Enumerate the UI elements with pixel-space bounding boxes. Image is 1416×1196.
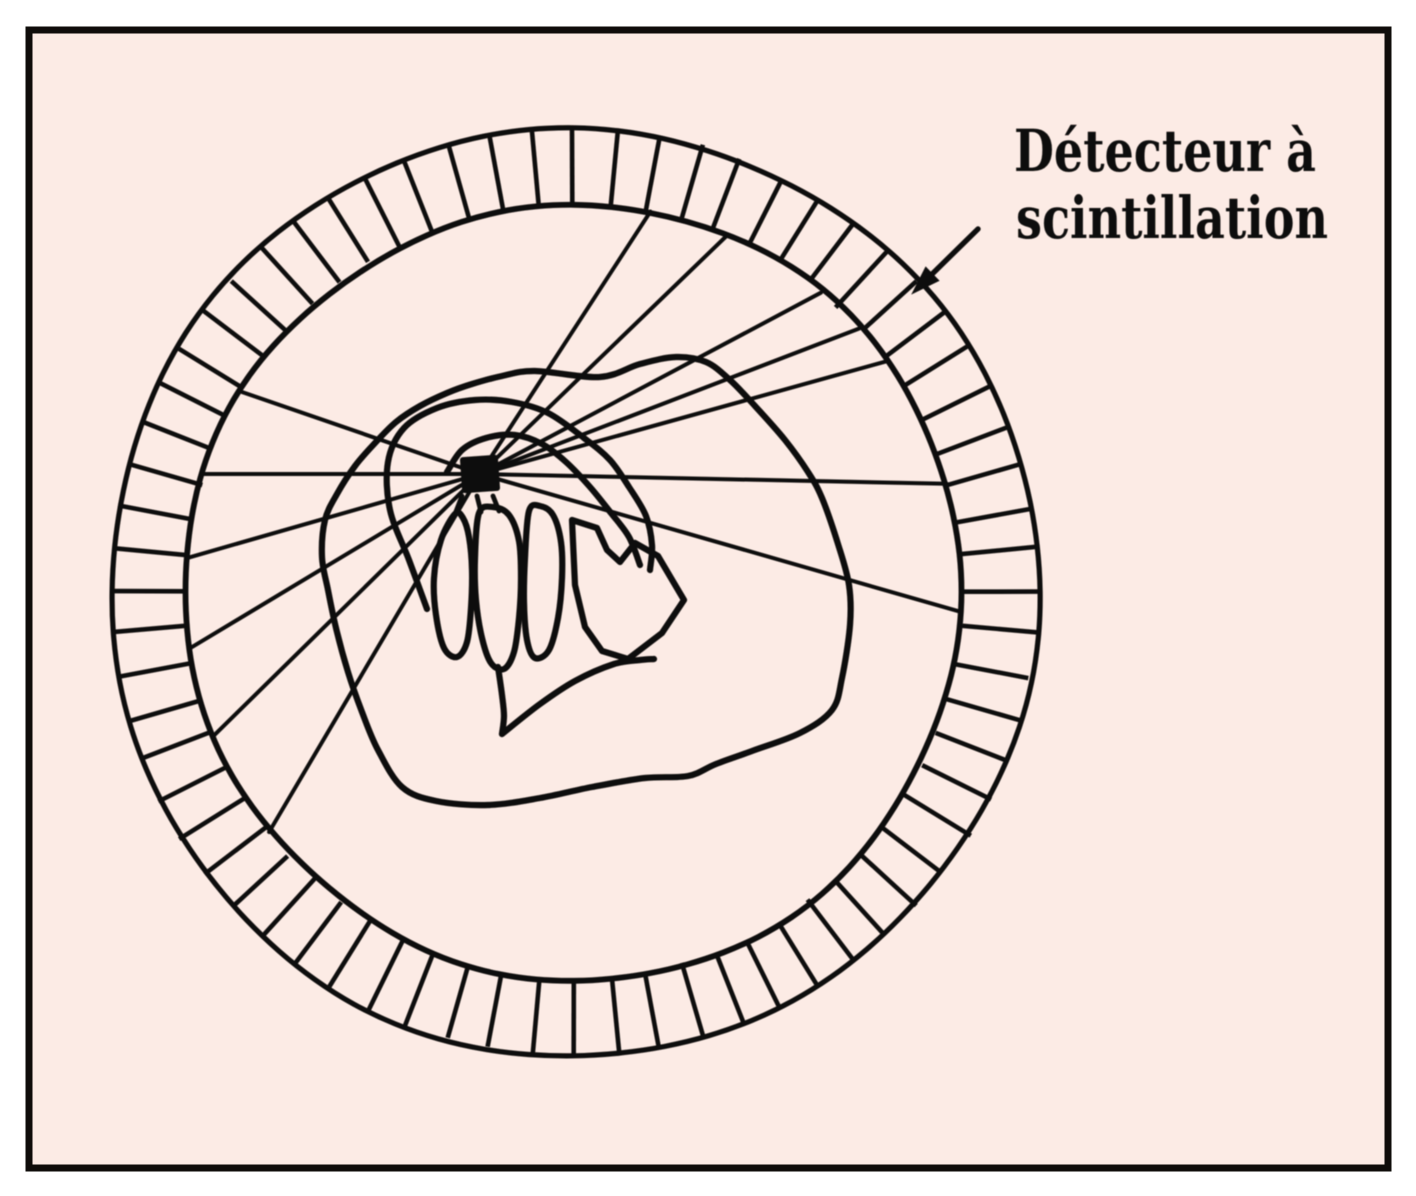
detector-segment-divider	[860, 279, 918, 333]
detector-segment-divider	[833, 878, 886, 937]
detector-segment-divider	[293, 900, 344, 964]
detector-segment-divider	[327, 919, 373, 988]
gamma-ray	[478, 359, 888, 476]
organ-skirt-left	[494, 663, 508, 738]
detector-segment-divider	[609, 977, 622, 1056]
detector-segment-divider	[946, 461, 1021, 488]
detector-segment-divider	[402, 951, 436, 1027]
organ-stub-line	[474, 493, 484, 515]
detector-segment-divider	[935, 425, 1008, 457]
detector-segment-divider	[366, 938, 406, 1011]
detector-segment-divider	[485, 971, 504, 1048]
detector-segment-divider	[903, 792, 973, 838]
detector-segment-divider	[961, 544, 1038, 557]
detector-segment-divider	[807, 222, 855, 283]
detector-segment-divider	[127, 461, 203, 488]
detector-segment-divider	[679, 962, 706, 1037]
detector-segment-divider	[201, 308, 267, 360]
gamma-ray	[239, 389, 482, 476]
figure-frame	[25, 26, 1392, 1172]
detector-segment-divider	[157, 763, 230, 804]
detector-segment-divider	[880, 825, 944, 876]
detector-segment-divider	[946, 696, 1023, 724]
detector-segment-divider	[203, 825, 267, 877]
organ-lobe-middle	[471, 503, 525, 673]
detector-segment-divider	[529, 130, 542, 207]
detector-segment-divider	[140, 419, 213, 452]
detector-segment-divider	[446, 144, 472, 221]
detector-segment-divider	[326, 196, 370, 264]
detector-segment-divider	[111, 623, 187, 635]
organ-stub-line	[452, 493, 465, 517]
detector-segment-divider	[833, 247, 891, 309]
detector-segment-divider	[177, 346, 245, 391]
label-line-2: scintillation	[1016, 184, 1328, 252]
detector-segment-divider	[920, 383, 993, 423]
detector-segment-divider	[954, 506, 1032, 525]
gamma-ray	[211, 472, 482, 738]
gamma-ray	[478, 326, 861, 476]
gamma-ray	[185, 472, 482, 560]
detector-segment-divider	[530, 979, 542, 1056]
detector-segment-divider	[229, 279, 287, 332]
organ-dome-outer	[383, 396, 656, 613]
detector-segment-divider	[954, 661, 1029, 681]
detector-segment-divider	[177, 796, 246, 842]
detector-segment-divider	[962, 623, 1039, 635]
detector-segment-divider	[260, 876, 317, 938]
detector-segment-divider	[934, 730, 1007, 763]
detector-segment-divider	[643, 136, 662, 213]
label-arrow	[911, 226, 981, 295]
organ-dome-inner	[443, 431, 644, 569]
detector-segment-divider	[113, 545, 188, 558]
detector-segment-divider	[445, 965, 471, 1039]
detector-segment-divider	[118, 660, 194, 679]
detector-segment-divider	[882, 310, 947, 360]
detector-segment-divider	[230, 854, 290, 909]
organ-lobe-left	[430, 509, 476, 661]
detector-segment-divider	[362, 176, 402, 248]
radiation-source	[459, 454, 501, 494]
detector-segment-divider	[776, 921, 820, 988]
detector-segment-divider	[127, 698, 202, 724]
detector-segment-divider	[710, 157, 742, 230]
organ-stub-line	[490, 493, 502, 514]
arrow-head-icon	[911, 266, 940, 295]
detector-segment-divider	[900, 344, 969, 390]
detector-segment-divider	[487, 136, 506, 213]
figure-ink-layer: Détecteur à scintillation	[109, 117, 1328, 1059]
detector-segment-divider	[642, 973, 662, 1050]
detector-segment-divider	[743, 938, 782, 1009]
organ-skirt-bottom	[498, 655, 658, 738]
detector-segment-divider	[805, 898, 857, 963]
detector-segment-divider	[777, 197, 821, 263]
detector-ring	[109, 125, 1043, 1059]
gamma-ray	[478, 472, 964, 615]
detector-segment-divider	[401, 159, 434, 233]
body-cross-section	[318, 353, 854, 809]
gamma-rays	[185, 209, 964, 834]
detector-segment-divider	[921, 763, 993, 802]
organ-lobe-right	[520, 501, 566, 662]
gamma-ray	[478, 209, 653, 476]
detector-segment-divider	[259, 245, 315, 306]
detector-segment-divider	[139, 729, 212, 762]
label-line-1: Détecteur à	[1014, 117, 1316, 185]
gamma-ray	[188, 472, 482, 651]
detector-segment-divider	[858, 852, 918, 908]
gamma-ray	[478, 472, 949, 486]
detector-segment-divider	[714, 953, 747, 1026]
detector-segment-divider	[158, 380, 229, 419]
detector-segment-divider	[679, 144, 706, 219]
organ-stomach	[568, 516, 688, 663]
detector-segment-divider	[117, 503, 193, 522]
body-outline	[318, 353, 854, 809]
detector-segment-divider	[291, 219, 342, 284]
detector-segment-divider	[608, 128, 621, 208]
detector-segment-divider	[747, 177, 785, 246]
